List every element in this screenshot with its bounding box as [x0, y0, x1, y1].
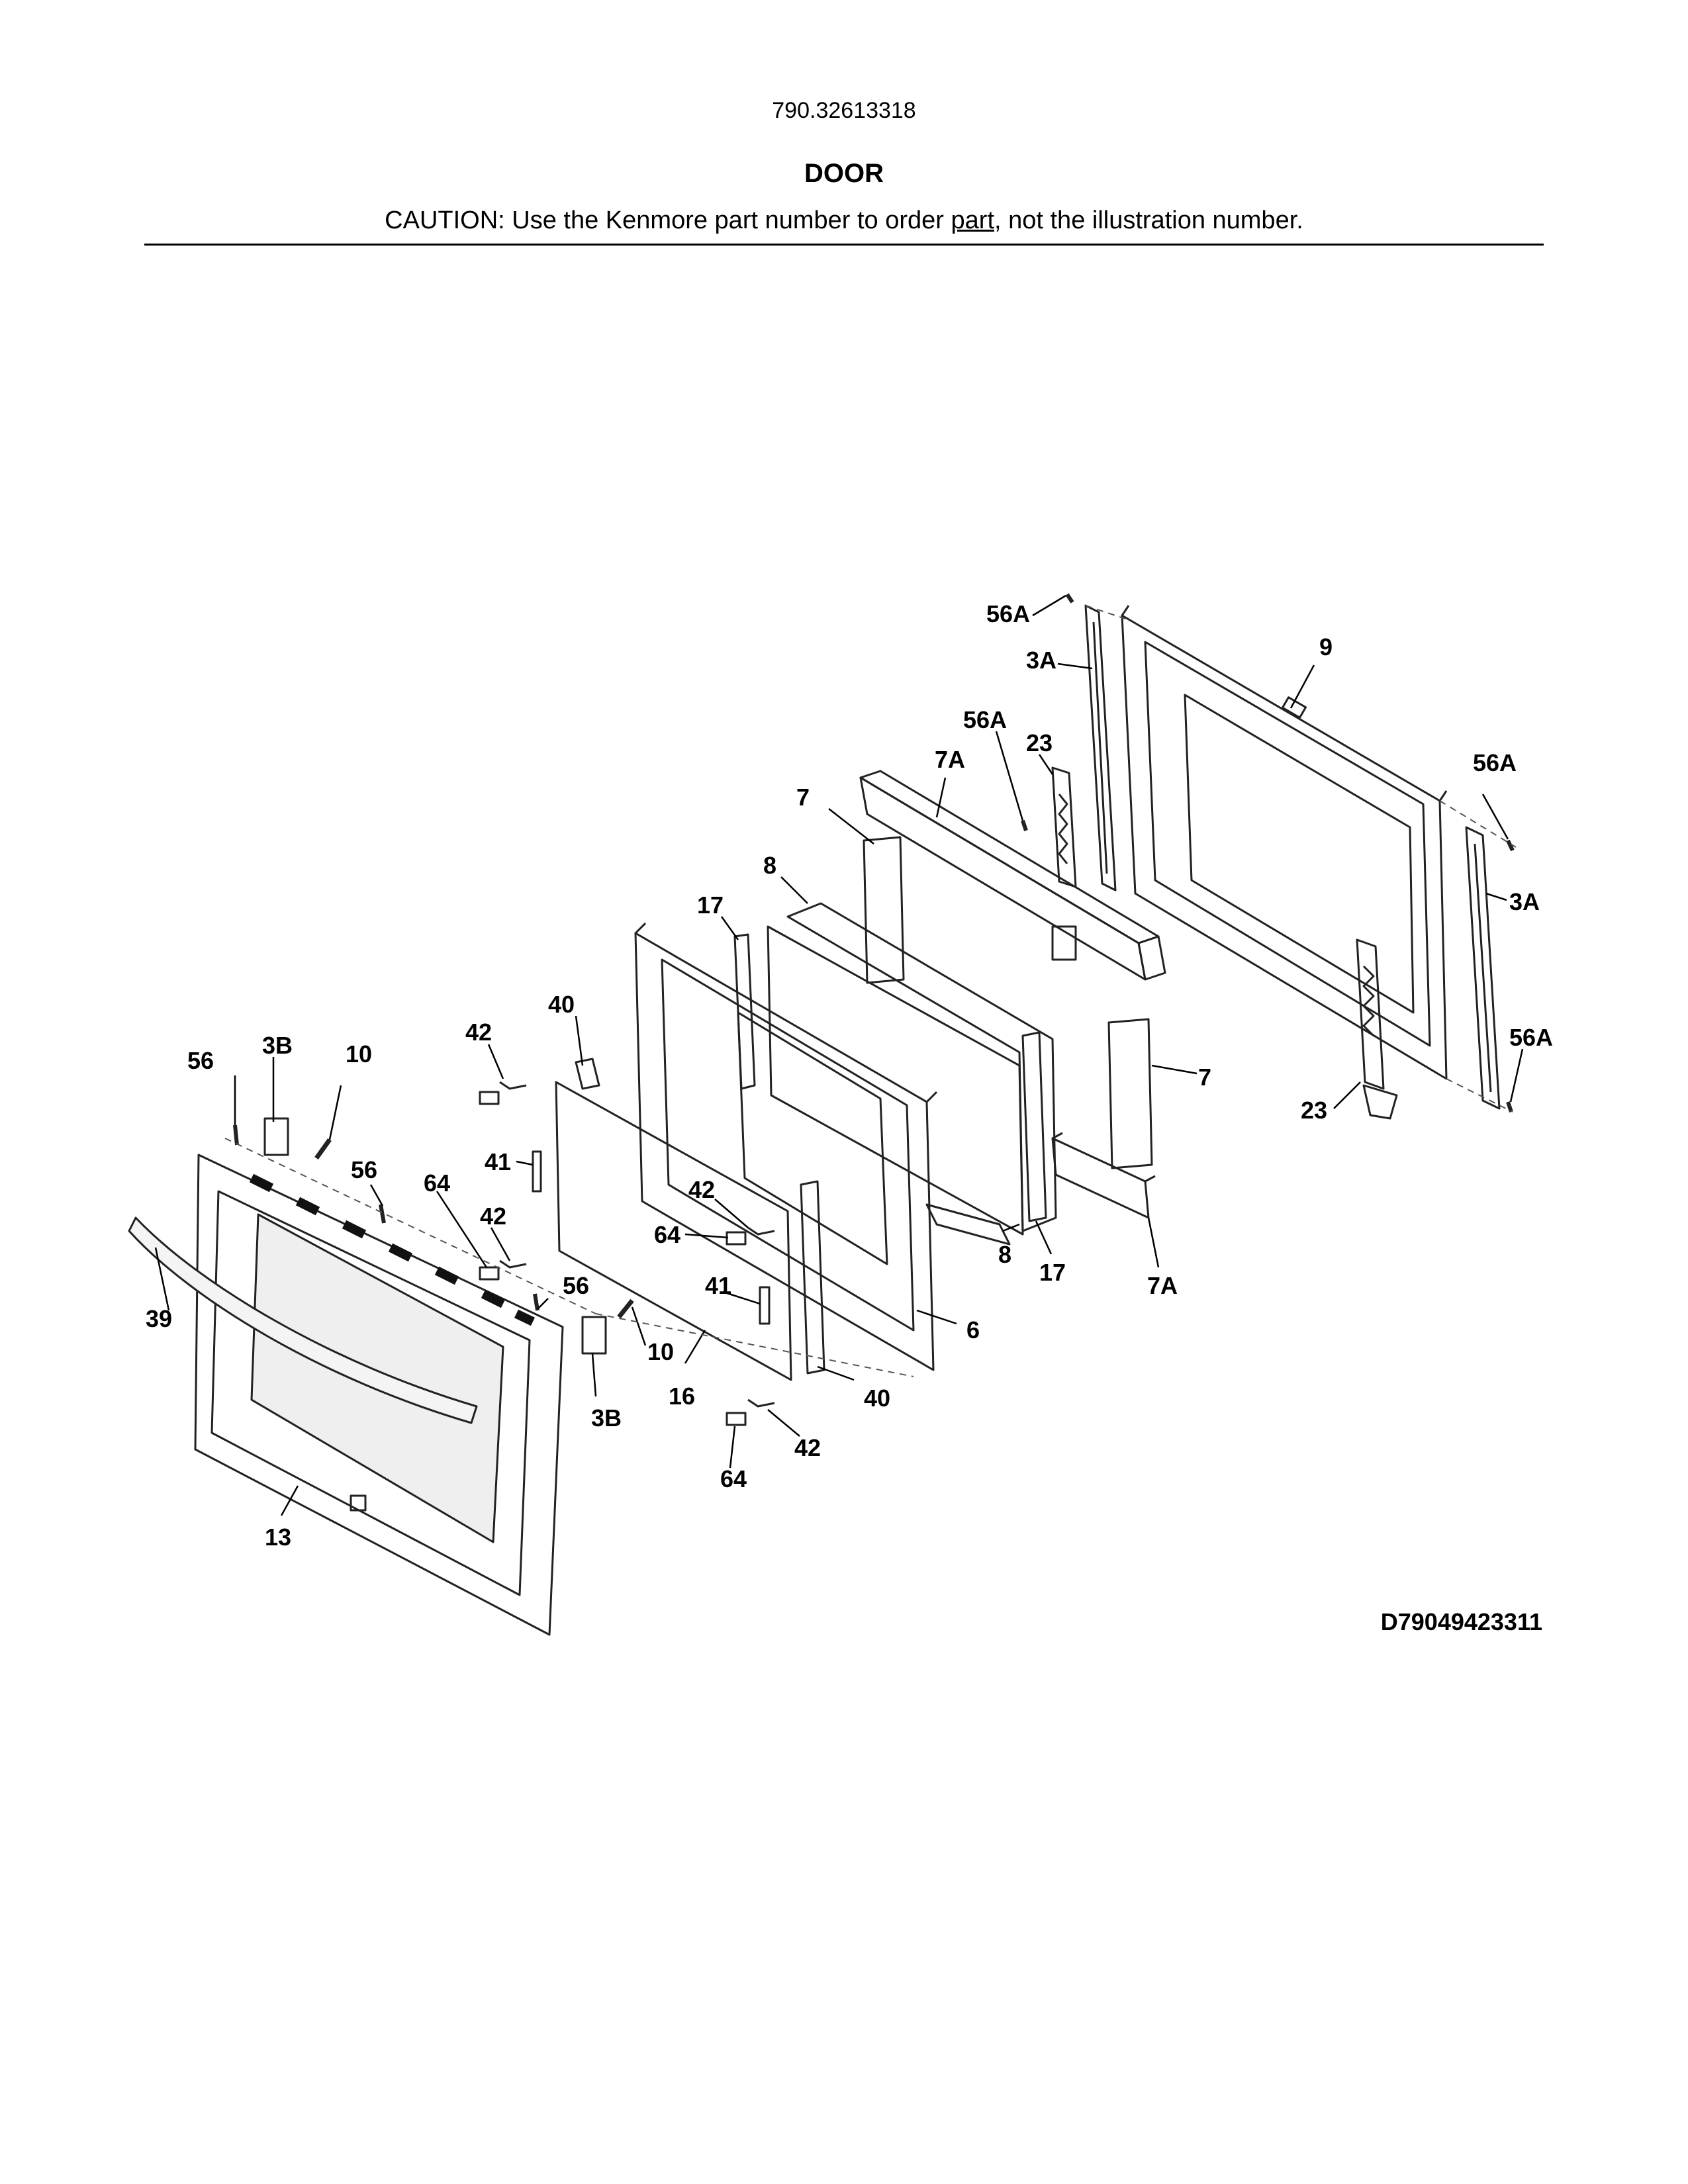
callout-42-left: 42 — [480, 1203, 506, 1230]
screw-56-mid — [379, 1204, 386, 1224]
screw-56A-mid — [1021, 820, 1028, 831]
insulation-top — [859, 770, 1166, 981]
callout-7A-bottom: 7A — [1147, 1272, 1178, 1299]
side-trim-right — [1465, 826, 1501, 1110]
clip-42-c — [747, 1226, 775, 1236]
leader-lines — [154, 594, 1524, 1516]
inner-door-frame — [634, 922, 1011, 1371]
section-title: DOOR — [804, 159, 884, 188]
insulation-right — [1107, 1018, 1153, 1169]
door-handle — [128, 1216, 478, 1424]
bumper-64-d — [726, 1412, 747, 1426]
header-divider — [144, 244, 1544, 246]
callout-64-center: 64 — [654, 1221, 680, 1248]
drawing-code: D79049423311 — [1380, 1608, 1542, 1635]
caution-text-underlined: part — [951, 206, 994, 234]
glass-bracket-right — [1021, 1031, 1047, 1222]
callout-3A-right: 3A — [1509, 888, 1540, 915]
screw-56-lower — [533, 1293, 539, 1311]
callout-39: 39 — [146, 1305, 172, 1332]
end-cap-bottom — [581, 1316, 607, 1355]
screw-56-left — [233, 1124, 239, 1146]
callout-16: 16 — [669, 1383, 695, 1410]
screw-56A-right — [1506, 839, 1515, 852]
callout-56A-right: 56A — [1473, 749, 1517, 776]
callout-17-bottom: 17 — [1039, 1259, 1066, 1286]
callout-23-bottom: 23 — [1301, 1097, 1327, 1124]
callout-42-bottom: 42 — [794, 1434, 821, 1461]
callout-40-top: 40 — [548, 991, 575, 1018]
bumper-64-a — [479, 1091, 500, 1105]
callout-8-top: 8 — [763, 852, 776, 879]
callout-labels: 56A 3A 9 56A 23 7A 56A 7 8 3A 17 40 42 3… — [146, 600, 1553, 1551]
callout-40-bottom: 40 — [864, 1385, 890, 1412]
callout-6: 6 — [966, 1316, 980, 1343]
callout-42-top: 42 — [465, 1019, 492, 1046]
model-number: 790.32613318 — [772, 98, 916, 123]
insulation-bottom — [1051, 1132, 1156, 1219]
glass-guide-top — [532, 1150, 542, 1193]
bumper-64-b — [479, 1266, 500, 1281]
callout-56A-top: 56A — [986, 600, 1030, 627]
glass-guide-center — [759, 1286, 771, 1325]
bumper-64-c — [726, 1231, 747, 1246]
callout-7A-top: 7A — [935, 746, 965, 773]
screw-56A-top — [1065, 593, 1074, 604]
callout-64-bottom: 64 — [720, 1465, 747, 1492]
callout-23-top: 23 — [1026, 729, 1053, 756]
hinge-bottom — [1356, 938, 1398, 1120]
glass-retainer-top — [575, 1058, 600, 1090]
callout-3B-bottom: 3B — [591, 1404, 622, 1432]
glass-retainer-bottom — [800, 1180, 825, 1375]
callout-41-top: 41 — [485, 1148, 511, 1175]
caution-note: CAUTION: Use the Kenmore part number to … — [0, 206, 1688, 235]
side-trim-left — [1084, 604, 1117, 891]
glass-panel-rear — [767, 902, 1057, 1236]
callout-3B-top: 3B — [262, 1032, 293, 1059]
glass-bracket-left — [733, 933, 756, 1090]
glass-panel-front — [555, 1081, 792, 1381]
callout-17-top: 17 — [697, 891, 724, 919]
callout-3A-top: 3A — [1026, 647, 1056, 674]
caution-text-prefix: CAUTION: Use the Kenmore part number to … — [385, 206, 951, 234]
callout-10-lower: 10 — [647, 1338, 674, 1365]
end-cap-top — [263, 1117, 289, 1156]
callout-10-top: 10 — [346, 1040, 372, 1068]
inner-door-liner — [1121, 605, 1448, 1080]
caution-text-suffix: , not the illustration number. — [994, 206, 1303, 234]
callout-56A-mid: 56A — [963, 706, 1007, 733]
callout-56-left: 56 — [187, 1047, 214, 1074]
screw-10-top — [314, 1138, 332, 1160]
screw-10-bottom — [617, 1298, 634, 1319]
callout-9: 9 — [1319, 633, 1333, 660]
callout-56A-bottom: 56A — [1509, 1024, 1553, 1051]
callout-8-bottom: 8 — [998, 1241, 1011, 1268]
callout-7-right: 7 — [1198, 1064, 1211, 1091]
clip-42-b — [499, 1259, 527, 1269]
callout-41-center: 41 — [705, 1272, 731, 1299]
callout-64-left: 64 — [424, 1169, 450, 1197]
alignment-lines — [224, 605, 1517, 1377]
callout-56-lower: 56 — [563, 1272, 589, 1299]
callout-7-top: 7 — [796, 784, 810, 811]
clip-42-a — [499, 1081, 527, 1090]
callout-13: 13 — [265, 1524, 291, 1551]
clip-42-d — [747, 1398, 775, 1408]
insulation-left — [863, 836, 905, 984]
callout-56-mid: 56 — [351, 1156, 377, 1183]
callout-42-center: 42 — [688, 1176, 715, 1203]
outer-door-panel — [194, 1154, 564, 1636]
